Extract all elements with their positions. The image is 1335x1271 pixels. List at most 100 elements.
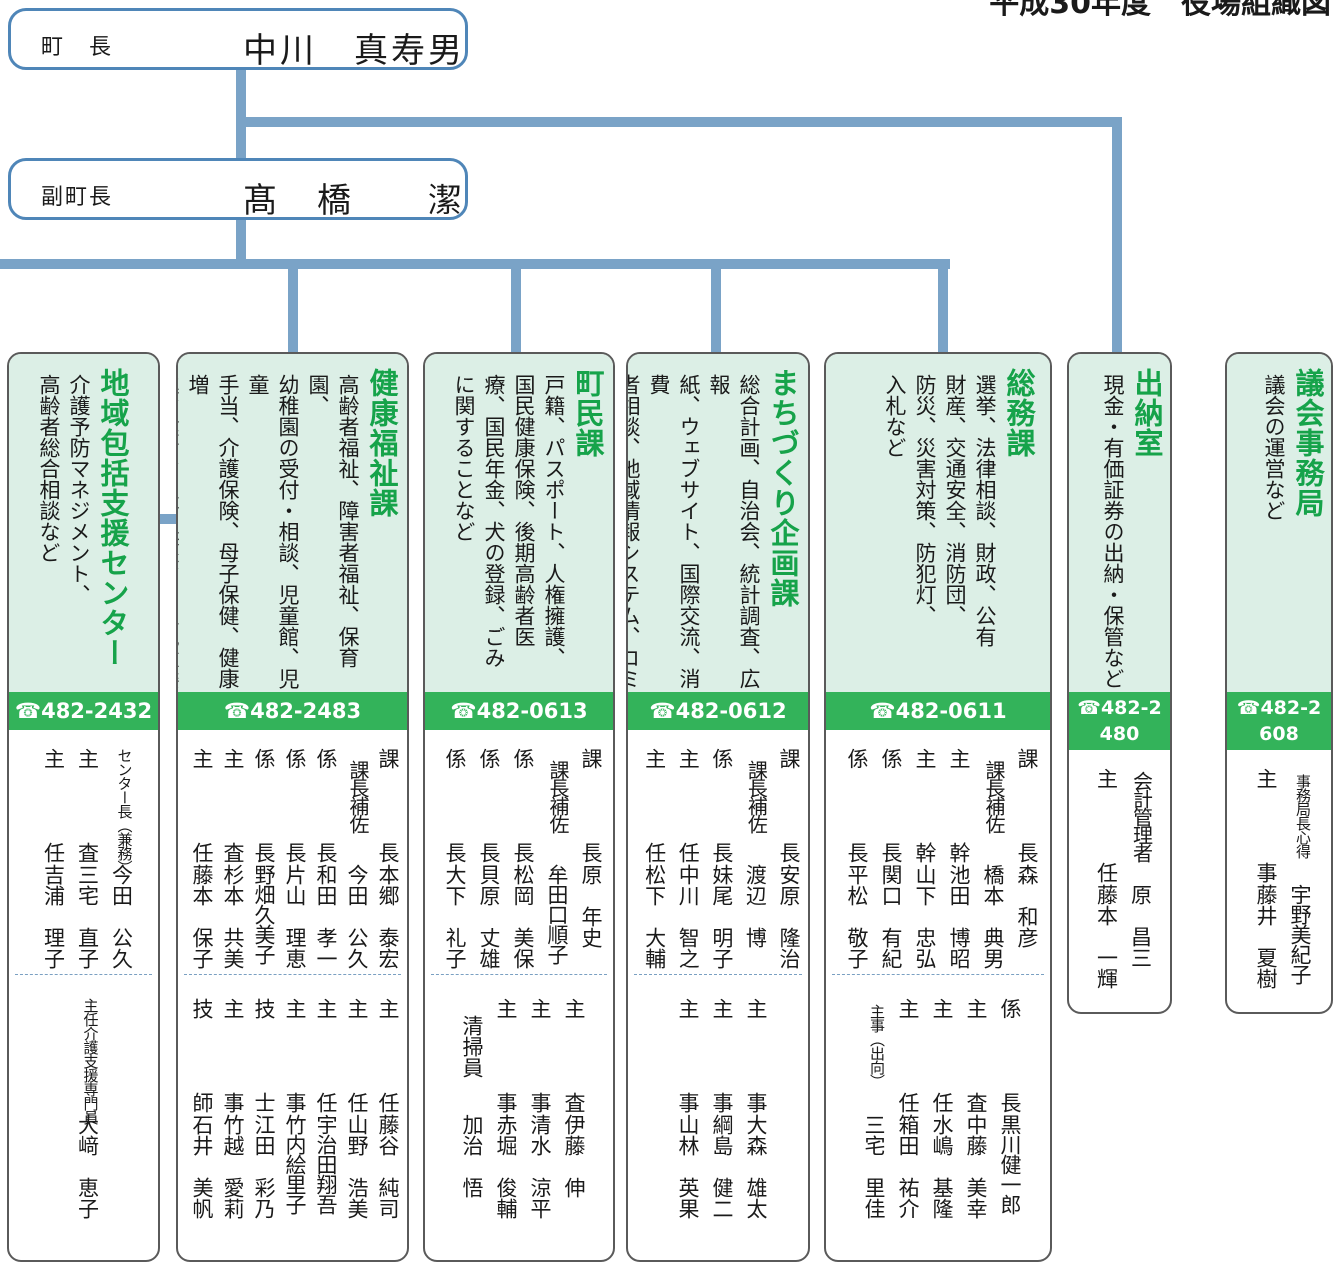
dept-info-area: 地域包括支援センター介護予防マネジメント、高齢者総合相談など [9,354,158,692]
staff-name: 赤堀 俊輔 [494,1114,518,1219]
staff-member: 課 長本郷 泰宏 [368,748,400,978]
staff-name: 藤井 夏樹 [1254,884,1278,989]
staff-member: 主 査中藤 美幸 [953,998,988,1228]
dept-info-area: 総務課選挙、法律相談、財政、公有財産、交通安全、消防団、防災、災害対策、防犯灯、… [826,354,1050,692]
main-horizontal-connector [236,117,1122,127]
vice-mayor-name: 髙 橋 潔 [243,181,465,221]
staff-title: 会計管理者 [1129,771,1154,861]
staff-title: 主 事 [1254,768,1278,909]
dept-description-line: 入札など [883,374,907,458]
mayor-name: 中川 真寿男 [243,31,465,71]
dept-description: 高齢者福祉、障害者福祉、保育園、幼稚園の受付・相談、児童館、児童手当、介護保険、… [176,374,363,692]
staff-name: 片山 理恵 [283,864,307,969]
dept-description-line: に関することなど [452,374,476,542]
staff-title: 主 任 [896,998,920,1139]
staff-title: 係 長 [283,748,307,889]
dept-phone: ☎482-2608 [1227,692,1331,750]
staff-title: 主 幹 [913,748,937,889]
staff-name: 大森 雄太 [744,1114,768,1219]
staff-name: 松岡 美保 [511,864,535,969]
staff-divider [431,974,607,975]
staff-name: 安原 隆治 [777,864,801,969]
dept-description: 戸籍、パスポート、人権擁護、国民健康保険、後期高齢者医療、国民年金、犬の登録、ご… [449,374,569,668]
staff-member: 主 事山林 英果 [665,998,700,1228]
dept-description-line: 手当、介護保険、母子保健、健康増 [186,374,240,689]
staff-name: 伊藤 伸 [562,1114,586,1198]
staff-title: 主 査 [75,748,100,889]
dept-description-line: 者相談、地域情報システム、コミュ [626,374,641,689]
staff-member: 係 長野畑久美子 [244,748,276,978]
staff-member: センター長（兼務）今田 公久 [99,748,134,978]
dept-description-line: 紙、ウェブサイト、国際交流、消費 [647,374,701,689]
staff-name: 池田 博昭 [947,864,971,969]
staff-title: 主 事 [744,998,768,1139]
dept-description-line: 防災、災害対策、防犯灯、 [913,374,937,626]
staff-title: 主 任 [930,998,954,1139]
dept-description-line: 進、健診、生活保護、民生児童委員、 [176,374,180,689]
drop-chomin-connector [511,259,521,358]
staff-member: 主 任藤本 保子 [182,748,214,978]
staff-member: 課長補佐渡辺 博 [733,748,768,978]
mayor-box: 町 長 中川 真寿男 [8,8,468,71]
dept-description-line: 高齢者福祉、障害者福祉、保育園、 [306,374,360,668]
staff-member: 主 任藤谷 純司 [368,998,400,1228]
staff-title: 主 任 [642,748,667,889]
staff-name: 清水 涼平 [528,1114,552,1219]
staff-name: 今田 公久 [109,864,134,969]
staff-member: 主 任水嶋 基隆 [919,998,954,1228]
staff-title: 主事（出向） [868,1004,886,1088]
staff-name: 本郷 泰宏 [376,864,400,969]
staff-member: 主 事竹越 愛莉 [213,998,245,1228]
staff-title: 主 任 [190,748,214,889]
staff-name: 加治 悟 [460,1114,484,1198]
staff-title: センター長（兼務） [115,748,134,874]
staff-name: 江田 彩乃 [252,1114,276,1219]
dept-name: 町民課 [571,368,605,458]
dept-phone: ☎482-0612 [628,692,808,730]
staff-member: 主 事大森 雄太 [733,998,768,1228]
staff-name: 箱田 祐介 [896,1114,920,1219]
dept-box-kenko: 健康福祉課高齢者福祉、障害者福祉、保育園、幼稚園の受付・相談、児童館、児童手当、… [176,352,409,1262]
dept-name: 総務課 [1002,368,1036,458]
dept-name: 健康福祉課 [365,368,399,518]
staff-name: 綱島 健二 [710,1114,734,1219]
dept-description-line: 介護予防マネジメント、 [67,374,91,605]
staff-divider [184,974,401,975]
staff-title: 係 長 [252,748,276,889]
dept-phone: ☎482-0611 [826,692,1050,730]
staff-name: 今田 公久 [345,864,369,969]
staff-member: 技 師石井 美帆 [182,998,214,1228]
dept-description-line: 総合計画、自治会、統計調査、広報 [707,374,761,689]
staff-name: 藤本 一輝 [1094,884,1119,989]
staff-member: 係 長関口 有紀 [868,748,903,978]
staff-member: 課 長森 和彦 [1004,748,1039,978]
staff-name: 山林 英果 [676,1114,700,1219]
staff-title: 主 任 [41,748,66,889]
mayor-role: 町 長 [41,35,114,60]
dept-description-line: 幼稚園の受付・相談、児童館、児童 [246,374,300,689]
staff-title: 主 事 [676,998,700,1139]
staff-member: 係 長貝原 丈雄 [466,748,501,978]
staff-member: 清掃員加治 悟 [449,998,484,1228]
staff-name: 大下 礼子 [443,864,467,969]
staff-name: 宇治田翔吾 [314,1114,338,1214]
staff-member: 主 任吉浦 理子 [31,748,66,978]
staff-name: 山下 忠弘 [913,864,937,969]
staff-name: 中藤 美幸 [964,1114,988,1219]
staff-name: 貝原 丈雄 [477,864,501,969]
dept-box-somu: 総務課選挙、法律相談、財政、公有財産、交通安全、消防団、防災、災害対策、防犯灯、… [824,352,1052,1262]
dept-description: 現金・有価証券の出納・保管など [1098,374,1128,689]
staff-title: 主任介護支援専門員 [81,998,100,1124]
staff-divider [634,974,802,975]
staff-name: 石井 美帆 [190,1114,214,1219]
staff-member: 係 長大下 礼子 [432,748,467,978]
staff-member: 課 長安原 隆治 [766,748,801,978]
staff-name: 杉本 共美 [221,864,245,969]
staff-member: 係 長妹尾 明子 [699,748,734,978]
staff-name: 原 昌三 [1128,884,1153,968]
staff-name: 中川 智之 [676,864,701,969]
staff-name: 関口 有紀 [879,864,903,969]
staff-member: 主 査伊藤 伸 [551,998,586,1228]
